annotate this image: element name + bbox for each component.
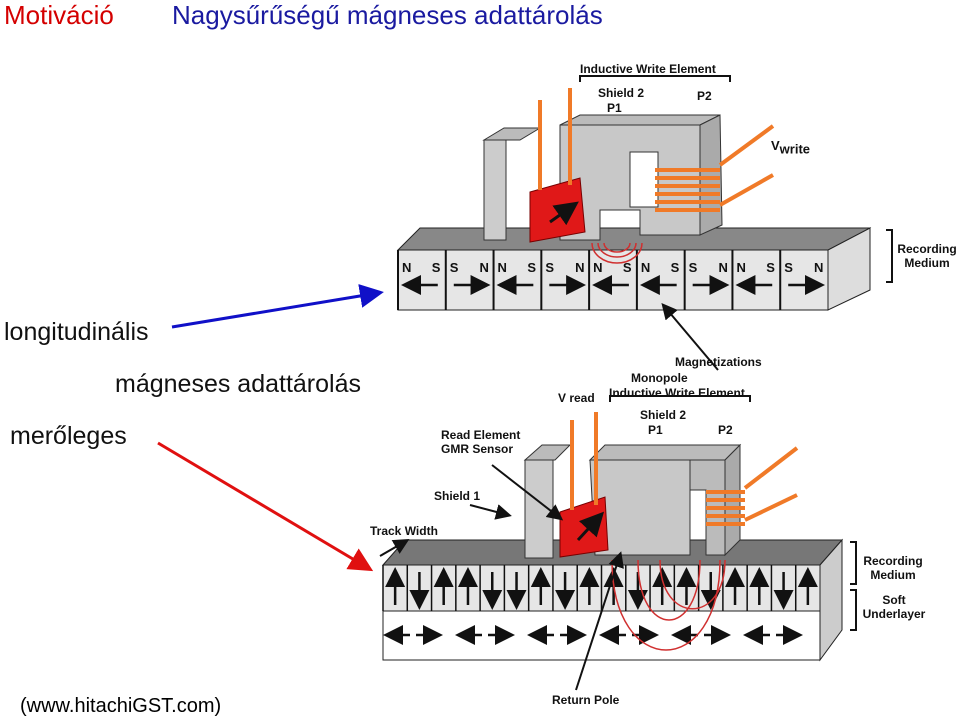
bottom-p1-label: P1 — [648, 423, 663, 437]
slide-subtitle: Nagysűrűségű mágneses adattárolás — [172, 0, 603, 30]
pole-label: S — [784, 260, 793, 275]
pole-label: N — [814, 260, 824, 275]
magnetizations-label: Magnetizations — [675, 355, 762, 369]
return-pole-label: Return Pole — [552, 693, 620, 707]
pole-label: N — [718, 260, 728, 275]
bottom-write-head — [379, 395, 857, 691]
monopole-label: Monopole — [631, 371, 688, 385]
pole-label: S — [622, 260, 632, 275]
track-width-label: Track Width — [370, 524, 438, 538]
read-element-label: Read Element — [441, 428, 521, 442]
slide-title: Motiváció — [4, 0, 114, 30]
pole-label: S — [449, 260, 459, 275]
pole-label: N — [497, 260, 507, 275]
v-read-label: V read — [558, 391, 595, 405]
source-citation: (www.hitachiGST.com) — [20, 695, 222, 717]
top-write-head — [482, 75, 893, 371]
gmr-sensor-label: GMR Sensor — [441, 442, 514, 456]
top-shield2-label: Shield 2 — [598, 86, 645, 100]
bottom-recording-medium-label: Recording Medium — [863, 554, 923, 582]
pole-label: S — [431, 260, 441, 275]
pole-label: N — [593, 260, 603, 275]
label-perpendicular: merőleges — [10, 422, 127, 450]
pole-label: S — [545, 260, 554, 275]
bottom-p2-label: P2 — [718, 423, 733, 437]
v-write-label: Vwrite — [771, 138, 811, 157]
pole-label: N — [402, 260, 412, 275]
label-longitudinal: longitudinális — [4, 318, 149, 346]
pole-label: S — [527, 260, 536, 275]
pole-label: S — [766, 260, 775, 275]
pole-label: N — [575, 260, 585, 275]
top-recording-medium — [396, 227, 872, 311]
pole-label: S — [688, 260, 698, 275]
perpendicular-pointer-arrow — [157, 441, 374, 572]
pole-label: S — [670, 260, 680, 275]
pole-label: N — [479, 260, 489, 275]
top-p2-label: P2 — [697, 89, 712, 103]
top-inductive-write-element-label: Inductive Write Element — [580, 62, 716, 76]
bottom-shield2-label: Shield 2 — [640, 408, 687, 422]
pole-label: N — [736, 260, 746, 275]
bottom-inductive-write-element-label: Inductive Write Element — [609, 386, 745, 400]
top-recording-medium-label: Recording Medium — [897, 242, 957, 270]
soft-underlayer-label: Soft Underlayer — [862, 593, 926, 621]
shield1-label: Shield 1 — [434, 489, 481, 503]
bottom-recording-medium — [381, 538, 844, 662]
longitudinal-pointer-arrow — [171, 284, 384, 329]
label-magnetic-storage: mágneses adattárolás — [115, 370, 361, 398]
top-p1-label: P1 — [607, 101, 622, 115]
pole-label: N — [640, 260, 651, 275]
